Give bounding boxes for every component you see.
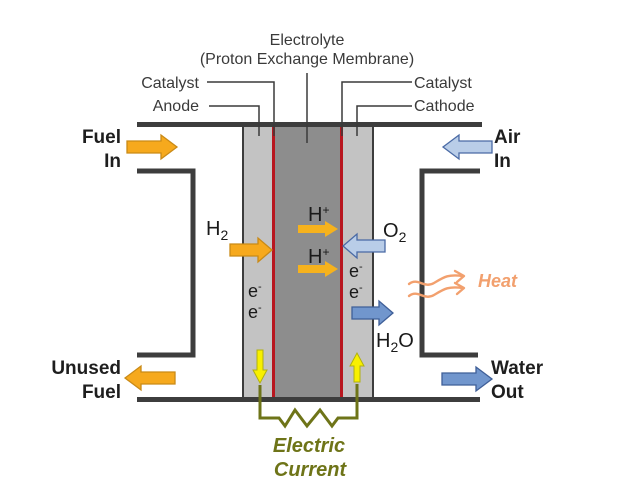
cathode-label: Cathode [414, 98, 475, 115]
unused-fuel-label: Unused Fuel [51, 358, 121, 403]
electric-current-line-2: Current [274, 459, 348, 481]
electron-charge: - [359, 282, 363, 294]
anode-leader [209, 105, 260, 136]
fuel-cell-stack [242, 125, 374, 399]
anode-electron-label: e- [248, 281, 262, 301]
oxygen-label: O2 [383, 220, 407, 245]
hydrogen-subscript: 2 [220, 227, 228, 243]
electron-symbol: e [349, 282, 359, 302]
air-in-line-2: In [494, 151, 511, 172]
leader-lines [207, 73, 412, 143]
electric-current-label: Electric Current [273, 435, 348, 481]
proton-symbol: H [308, 246, 322, 268]
fuel-in-line-2: In [104, 151, 121, 172]
anode-electron-label: e- [248, 302, 262, 322]
electron-symbol: e [248, 302, 258, 322]
air-in-line-1: Air [494, 127, 521, 148]
anode-label: Anode [153, 98, 199, 115]
electrolyte-label: Electrolyte [270, 32, 345, 49]
housing [137, 122, 482, 402]
fuel-in-label: Fuel In [82, 127, 121, 172]
water-out-label: Water Out [491, 358, 544, 403]
water-out-line-1: Water [491, 358, 544, 379]
cathode-catalyst-layer [340, 127, 343, 397]
anode-catalyst-leader [207, 81, 275, 136]
electron-charge: - [359, 261, 363, 273]
unused-fuel-line-1: Unused [51, 358, 121, 379]
water-symbol-h: H [376, 330, 390, 352]
heat-label: Heat [478, 271, 518, 291]
unused-fuel-arrow-icon [123, 364, 176, 392]
fuel-in-line-1: Fuel [82, 127, 121, 148]
heat-arrowhead-upper [453, 269, 466, 284]
water-subscript: 2 [390, 339, 398, 355]
oxygen-subscript: 2 [399, 229, 407, 245]
proton-charge: + [322, 203, 329, 217]
air-in-arrow-icon [441, 133, 493, 161]
electron-out-arrow-icon [252, 349, 268, 385]
air-in-label: Air In [494, 127, 521, 172]
fuel-in-arrow-icon [126, 133, 179, 161]
cathode-electron-label: e- [349, 261, 363, 281]
electron-symbol: e [248, 281, 258, 301]
electron-charge: - [258, 302, 262, 314]
cathode-channel-wall [419, 168, 480, 358]
electrolyte-membrane [275, 127, 340, 397]
electric-current-line-1: Electric [273, 435, 345, 457]
proton-label: H+ [308, 203, 329, 226]
anode-catalyst-label: Catalyst [141, 75, 199, 92]
heat-wave-icon [407, 269, 466, 298]
hydrogen-arrow-icon [229, 236, 273, 264]
membrane-label: (Proton Exchange Membrane) [200, 51, 414, 68]
water-out-arrow-icon [441, 365, 494, 393]
oxygen-arrow-icon [342, 232, 386, 260]
external-circuit-wire [258, 384, 359, 429]
proton-label: H+ [308, 245, 329, 268]
water-symbol-o: O [398, 330, 414, 352]
water-label: H2O [376, 330, 414, 355]
water-out-line-2: Out [491, 382, 524, 403]
heat-wave-lower [407, 286, 465, 298]
water-product-arrow-icon [351, 299, 394, 327]
proton-symbol: H [308, 204, 322, 226]
heat-arrowhead-lower [453, 281, 466, 296]
proton-charge: + [322, 245, 329, 259]
electron-charge: - [258, 281, 262, 293]
cathode-catalyst-label: Catalyst [414, 75, 472, 92]
electron-symbol: e [349, 261, 359, 281]
proton-arrow-icon [298, 221, 338, 237]
anode-channel-wall [137, 168, 196, 358]
cathode-catalyst-leader [341, 81, 412, 136]
oxygen-symbol: O [383, 220, 399, 242]
cathode-leader [356, 105, 412, 136]
cathode-electron-label: e- [349, 282, 363, 302]
unused-fuel-line-2: Fuel [82, 382, 121, 403]
hydrogen-symbol: H [206, 218, 220, 240]
anode-catalyst-layer [272, 127, 275, 397]
hydrogen-label: H2 [206, 218, 228, 243]
heat-wave-upper [407, 274, 465, 286]
electron-in-arrow-icon [349, 351, 365, 383]
proton-arrow-icon [298, 261, 338, 277]
